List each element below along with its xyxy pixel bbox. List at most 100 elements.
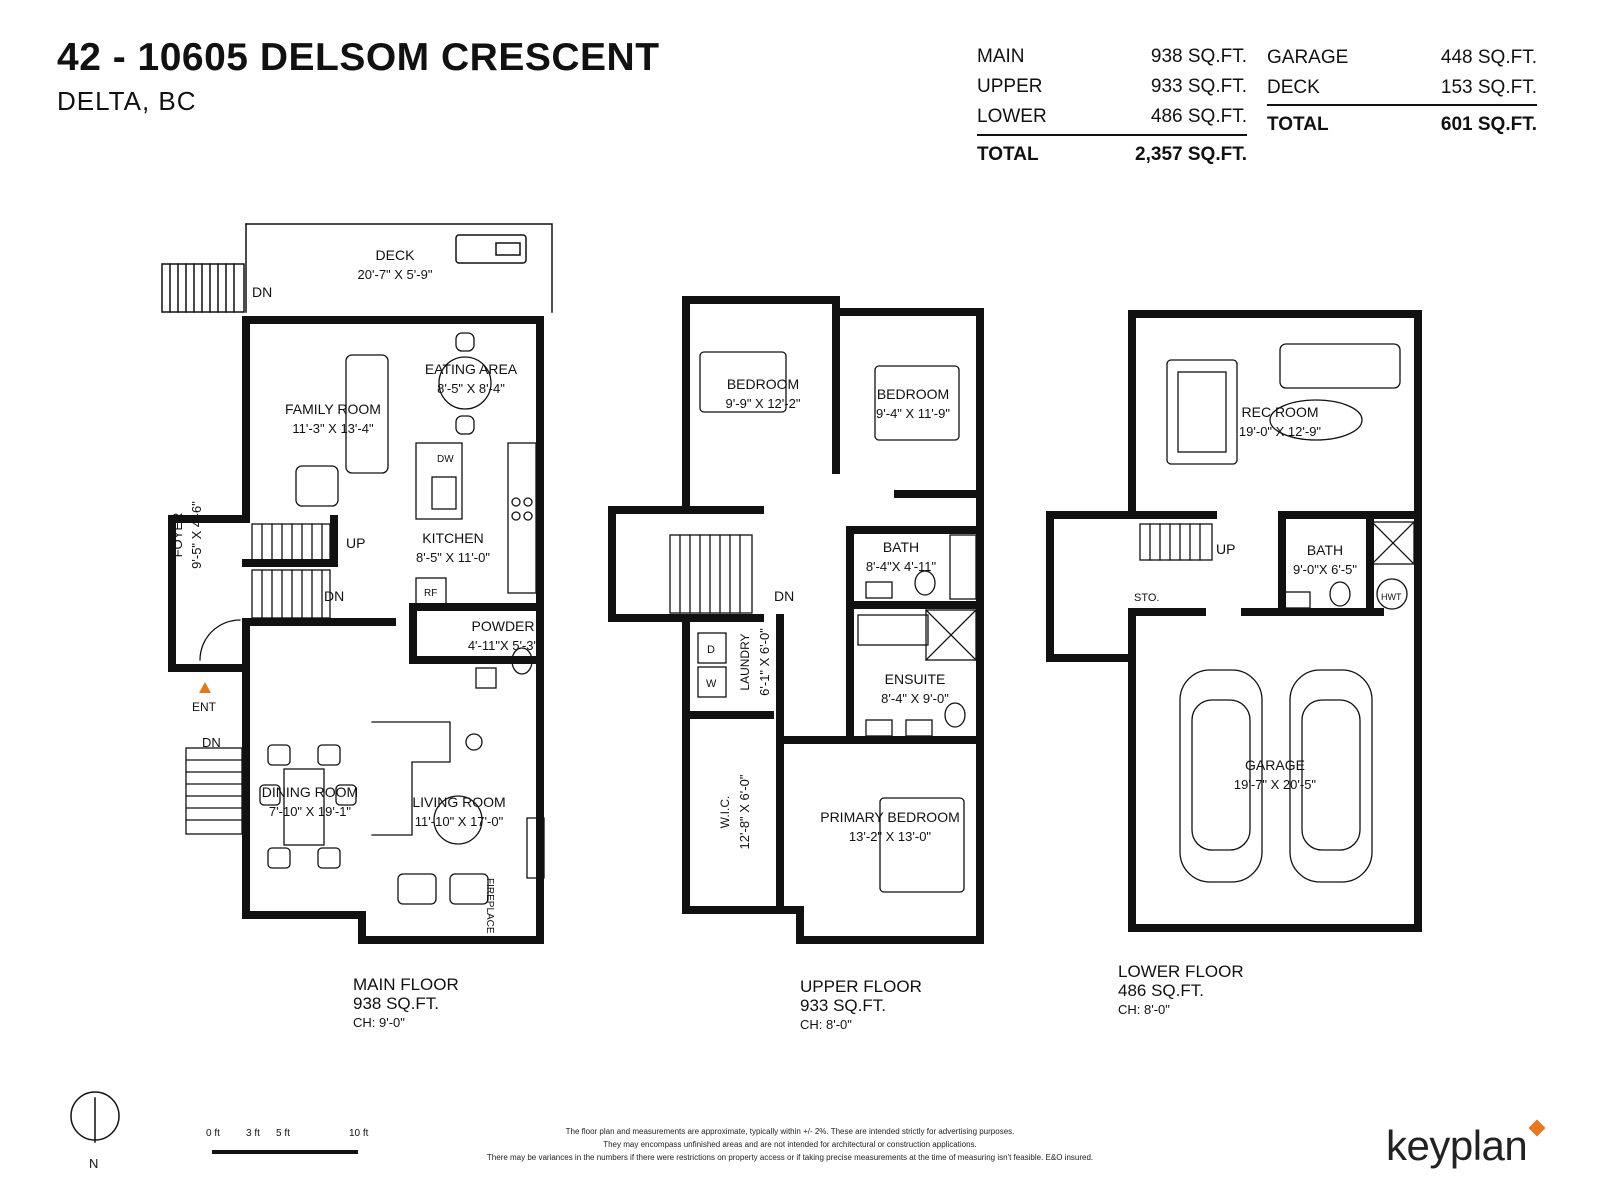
floor-ceiling: CH: 8'-0" — [1118, 1002, 1170, 1017]
area-value: 486 SQ.FT. — [1150, 106, 1247, 127]
area-label: LOWER — [977, 106, 1047, 127]
room-name: LAUNDRY — [738, 633, 752, 691]
property-title: 42 - 10605 DELSOM CRESCENT — [57, 36, 660, 79]
room-primary-bedroom: PRIMARY BEDROOM 13'-2" X 13'-0" — [815, 808, 965, 846]
floor-caption-main: MAIN FLOOR 938 SQ.FT. CH: 9'-0" — [353, 975, 459, 1032]
room-dining: DINING ROOM 7'-10" X 19'-1" — [255, 783, 365, 821]
area-value: 2,357 SQ.FT. — [1135, 144, 1247, 165]
room-dims: 20'-7" X 5'-9" — [357, 267, 433, 282]
label-dn-deck: DN — [252, 284, 273, 300]
floor-ceiling: CH: 9'-0" — [353, 1015, 405, 1030]
area-label: UPPER — [977, 76, 1043, 97]
label-dw: DW — [437, 454, 454, 465]
room-name: BEDROOM — [726, 376, 800, 392]
entrance-marker — [199, 682, 211, 693]
room-dims: 9'-5" X 4'-6" — [189, 501, 204, 569]
area-label: TOTAL — [977, 144, 1039, 165]
room-dims: 8'-4" X 9'-0" — [881, 691, 949, 706]
room-name: POWDER — [471, 618, 535, 634]
upper-floor-fixtures — [669, 351, 977, 893]
disclaimer-line: They may encompass unfinished areas and … — [603, 1140, 977, 1149]
scale-label: 3 ft — [246, 1128, 260, 1139]
room-bedroom-2: BEDROOM 9'-4" X 11'-9" — [858, 385, 968, 423]
label-storage: STO. — [1134, 592, 1160, 604]
room-powder: POWDER 4'-11"X 5'-3" — [466, 617, 540, 655]
room-dims: 8'-5" X 11'-0" — [416, 550, 490, 565]
floor-name: LOWER FLOOR — [1118, 962, 1244, 981]
floor-area: 486 SQ.FT. — [1118, 981, 1204, 1000]
lower-floor-fixtures — [1139, 343, 1415, 883]
room-bath-upper: BATH 8'-4"X 4'-11" — [856, 538, 946, 576]
room-rec: REC ROOM 19'-0" X 12'-9" — [1225, 403, 1335, 441]
area-label: MAIN — [977, 46, 1025, 67]
room-dims: 9'-9" X 12'-2" — [725, 396, 801, 411]
area-value: 938 SQ.FT. — [1150, 46, 1247, 67]
lower-floor-walls — [1046, 310, 1422, 932]
disclaimer: The floor plan and measurements are appr… — [420, 1125, 1160, 1164]
floor-caption-upper: UPPER FLOOR 933 SQ.FT. CH: 8'-0" — [800, 977, 922, 1034]
room-name: FAMILY ROOM — [285, 401, 381, 417]
room-bath-lower: BATH 9'-0"X 6'-5" — [1282, 541, 1368, 579]
room-dims: 9'-4" X 11'-9" — [876, 406, 950, 421]
room-dims: 8'-4"X 4'-11" — [865, 559, 937, 574]
room-foyer: FOYER 9'-5" X 4'-6" — [168, 490, 206, 580]
label-washer: W — [706, 678, 717, 690]
room-dims: 9'-0"X 6'-5" — [1292, 562, 1358, 577]
room-dims: 19'-0" X 12'-9" — [1238, 424, 1322, 439]
room-bedroom-1: BEDROOM 9'-9" X 12'-2" — [708, 375, 818, 413]
room-dims: 11'-10" X 17'-0" — [414, 814, 504, 829]
room-name: ENSUITE — [884, 671, 946, 687]
room-family: FAMILY ROOM 11'-3" X 13'-4" — [268, 400, 398, 438]
label-ent: ENT — [192, 700, 216, 714]
label-fireplace: FIREPLACE — [484, 878, 495, 934]
room-dims: 13'-2" X 13'-0" — [848, 829, 932, 844]
room-name: KITCHEN — [422, 530, 484, 546]
room-wic: W.I.C. 12'-8" X 6'-0" — [716, 772, 754, 852]
room-dims: 12'-8" X 6'-0" — [737, 774, 752, 850]
area-value: 601 SQ.FT. — [1440, 114, 1537, 135]
room-name: GARAGE — [1245, 757, 1305, 773]
room-laundry: LAUNDRY 6'-1" X 6'-0" — [736, 624, 774, 700]
room-dims: 11'-3" X 13'-4" — [292, 421, 374, 436]
room-name: PRIMARY BEDROOM — [820, 809, 960, 825]
room-name: W.I.C. — [718, 795, 732, 829]
label-up-lower: UP — [1216, 541, 1236, 557]
area-label: DECK — [1267, 77, 1320, 98]
label-dn-upper: DN — [774, 588, 795, 604]
room-dims: 6'-1" X 6'-0" — [757, 628, 772, 696]
upper-floor-walls — [608, 296, 984, 944]
area-divider — [1267, 104, 1537, 106]
room-name: BATH — [1306, 542, 1344, 558]
room-name: FOYER — [170, 512, 185, 558]
floor-area: 938 SQ.FT. — [353, 994, 439, 1013]
area-value: 933 SQ.FT. — [1150, 76, 1247, 97]
floor-ceiling: CH: 8'-0" — [800, 1017, 852, 1032]
room-name: DINING ROOM — [261, 784, 359, 800]
floor-area: 933 SQ.FT. — [800, 996, 886, 1015]
label-dryer: D — [707, 644, 715, 656]
label-hwt: HWT — [1381, 592, 1402, 602]
room-name: LIVING ROOM — [412, 794, 506, 810]
room-dims: 19'-7" X 20'-5" — [1233, 777, 1317, 792]
floor-name: MAIN FLOOR — [353, 975, 459, 994]
keyplan-logo: keyplan — [1386, 1122, 1528, 1169]
room-dims: 4'-11"X 5'-3" — [467, 638, 539, 653]
scale-labels: 0 ft 3 ft 5 ft 10 ft — [206, 1128, 376, 1142]
scale-label: 10 ft — [349, 1128, 369, 1139]
property-location: DELTA, BC — [57, 86, 197, 116]
area-divider — [977, 134, 1247, 136]
scale-label: 5 ft — [276, 1128, 290, 1139]
room-garage: GARAGE 19'-7" X 20'-5" — [1220, 756, 1330, 794]
room-ensuite: ENSUITE 8'-4" X 9'-0" — [870, 670, 960, 708]
scale-label: 0 ft — [206, 1128, 220, 1139]
room-name: REC ROOM — [1241, 404, 1319, 420]
main-floor-walls — [168, 316, 544, 944]
room-living: LIVING ROOM 11'-10" X 17'-0" — [404, 793, 514, 831]
north-label: N — [89, 1156, 99, 1171]
floor-name: UPPER FLOOR — [800, 977, 922, 996]
living-area-table: MAIN 938 SQ.FT. UPPER 933 SQ.FT. LOWER 486 … — [977, 46, 1247, 176]
floor-caption-lower: LOWER FLOOR 486 SQ.FT. CH: 8'-0" — [1118, 962, 1244, 1019]
room-eating: EATING AREA 8'-5" X 8'-4" — [416, 360, 526, 398]
